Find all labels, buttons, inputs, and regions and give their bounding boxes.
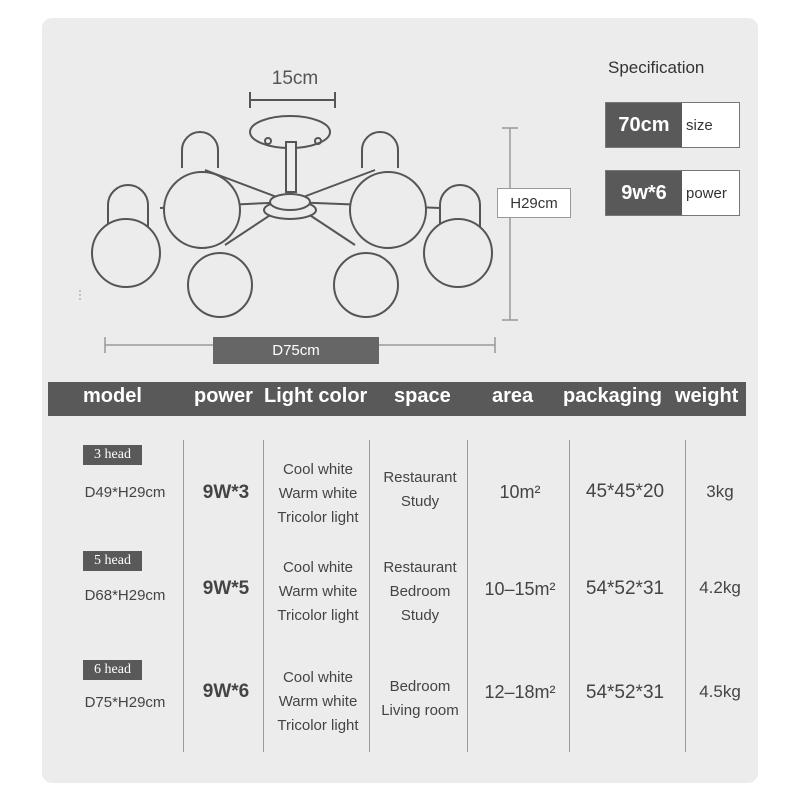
table-header-bar (48, 382, 746, 416)
row-packaging: 45*45*20 (585, 481, 665, 502)
row-size: D49*H29cm (84, 484, 166, 501)
header-weight: weight (675, 385, 739, 407)
header-power: power (194, 385, 253, 407)
size-label: size (686, 116, 713, 134)
header-space: space (394, 385, 451, 407)
chandelier-illustration (79, 92, 518, 353)
space-item: Restaurant (383, 559, 457, 576)
row-spaces: Restaurant Bedroom Study (372, 556, 468, 628)
row-area: 10–15m² (484, 579, 556, 599)
light-color-item: Tricolor light (277, 509, 359, 526)
header-light-color: Light color (264, 385, 368, 407)
power-label: power (686, 184, 727, 202)
row-size: D68*H29cm (84, 587, 166, 604)
light-color-item: Tricolor light (277, 717, 359, 734)
row-spaces: Bedroom Living room (372, 675, 468, 723)
row-head-tag: 3 head (83, 445, 142, 465)
row-light-colors: Cool white Warm white Tricolor light (263, 458, 373, 530)
light-color-item: Warm white (278, 583, 358, 600)
row-head-tag: 5 head (83, 551, 142, 571)
light-color-item: Tricolor light (277, 607, 359, 624)
space-item: Living room (381, 702, 459, 719)
space-item: Bedroom (389, 583, 451, 600)
row-area: 12–18m² (484, 682, 556, 702)
row-packaging: 54*52*31 (585, 682, 665, 703)
size-spec: 70cm size (605, 102, 740, 148)
space-item: Study (400, 607, 440, 624)
column-divider (263, 440, 264, 752)
column-divider (467, 440, 468, 752)
light-color-item: Warm white (278, 693, 358, 710)
row-packaging: 54*52*31 (585, 578, 665, 599)
header-packaging: packaging (563, 385, 662, 407)
light-color-item: Warm white (278, 485, 358, 502)
size-value: 70cm (606, 103, 682, 147)
column-divider (685, 440, 686, 752)
row-power: 9W*5 (202, 578, 250, 599)
column-divider (369, 440, 370, 752)
top-width-label: 15cm (271, 68, 319, 89)
power-spec: 9w*6 power (605, 170, 740, 216)
header-area: area (492, 385, 534, 407)
diameter-label: D75cm (213, 337, 379, 364)
row-weight: 4.5kg (699, 682, 741, 701)
column-divider (183, 440, 184, 752)
light-color-item: Cool white (282, 461, 354, 478)
row-area: 10m² (499, 482, 541, 502)
row-weight: 4.2kg (699, 578, 741, 597)
header-model: model (83, 385, 142, 407)
row-spaces: Restaurant Study (372, 466, 468, 514)
row-power: 9W*3 (202, 482, 250, 503)
space-item: Study (400, 493, 440, 510)
row-power: 9W*6 (202, 681, 250, 702)
row-head-tag: 6 head (83, 660, 142, 680)
row-weight: 3kg (706, 482, 734, 501)
row-light-colors: Cool white Warm white Tricolor light (263, 556, 373, 628)
power-value: 9w*6 (606, 171, 682, 215)
light-color-item: Cool white (282, 669, 354, 686)
space-item: Bedroom (389, 678, 451, 695)
row-size: D75*H29cm (84, 694, 166, 711)
specification-title: Specification (608, 58, 705, 77)
light-color-item: Cool white (282, 559, 354, 576)
column-divider (569, 440, 570, 752)
space-item: Restaurant (383, 469, 457, 486)
height-label: H29cm (497, 188, 571, 218)
row-light-colors: Cool white Warm white Tricolor light (263, 666, 373, 738)
